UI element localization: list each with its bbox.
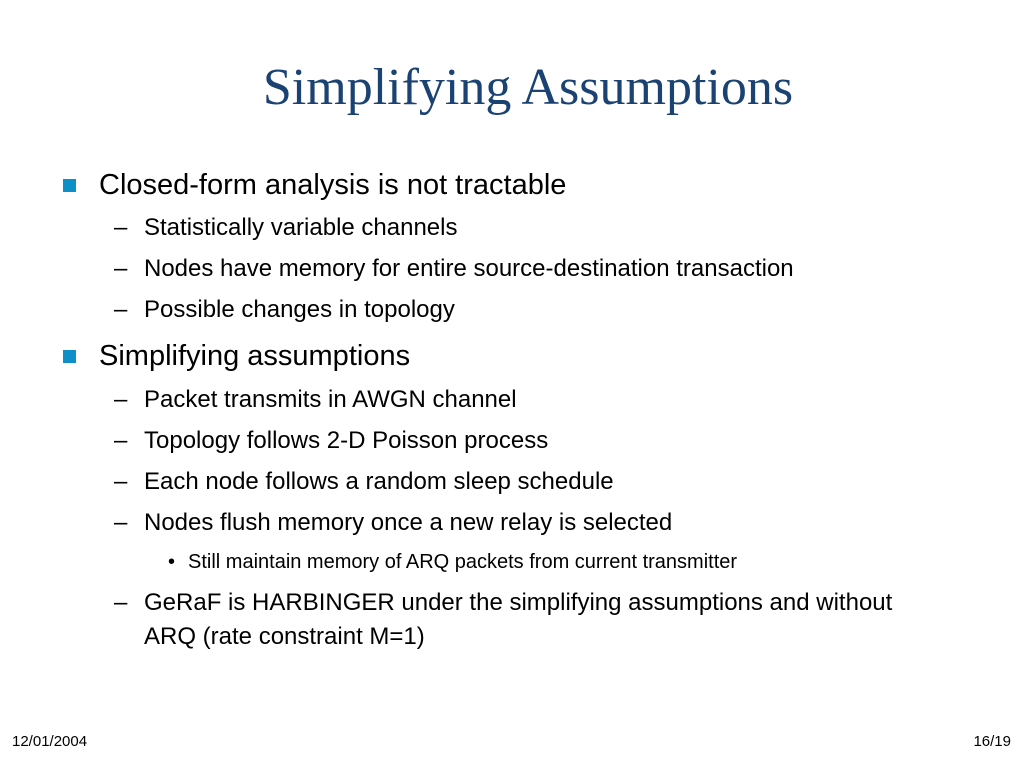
dash-icon: – xyxy=(114,296,128,323)
sub-item: – Statistically variable channels xyxy=(114,211,458,245)
dash-icon: – xyxy=(114,427,128,454)
dot-bullet-icon: • xyxy=(168,550,176,573)
dash-icon: – xyxy=(114,589,128,616)
dash-icon: – xyxy=(114,509,128,536)
sub-sub-item: • Still maintain memory of ARQ packets f… xyxy=(168,547,737,577)
sub-sub-item-text: Still maintain memory of ARQ packets fro… xyxy=(188,550,738,573)
sub-item: – GeRaF is HARBINGER under the simplifyi… xyxy=(114,586,944,654)
bullet-text: Simplifying assumptions xyxy=(99,339,411,372)
footer-page-number: 16/19 xyxy=(973,733,1011,750)
sub-item: – Each node follows a random sleep sched… xyxy=(114,465,614,499)
dash-icon: – xyxy=(114,214,128,241)
sub-item-text: GeRaF is HARBINGER under the simplifying… xyxy=(144,589,893,650)
dash-icon: – xyxy=(114,386,128,413)
bullet-text: Closed-form analysis is not tractable xyxy=(99,168,567,201)
sub-item: – Topology follows 2-D Poisson process xyxy=(114,424,548,458)
bullet-item-2: Simplifying assumptions xyxy=(63,336,410,376)
slide-title: Simplifying Assumptions xyxy=(262,59,794,116)
dash-icon: – xyxy=(114,468,128,495)
sub-item-text: Packet transmits in AWGN channel xyxy=(144,386,517,413)
bullet-item-1: Closed-form analysis is not tractable xyxy=(63,165,566,205)
sub-item-text: Statistically variable channels xyxy=(144,214,458,241)
sub-item: – Packet transmits in AWGN channel xyxy=(114,383,517,417)
sub-item-text: Possible changes in topology xyxy=(144,296,455,323)
sub-item-text: Topology follows 2-D Poisson process xyxy=(144,427,549,454)
footer-date: 12/01/2004 xyxy=(12,733,88,750)
sub-item-text: Nodes flush memory once a new relay is s… xyxy=(144,509,673,536)
sub-item: – Nodes have memory for entire source-de… xyxy=(114,252,794,286)
dash-icon: – xyxy=(114,255,128,282)
sub-item-text: Nodes have memory for entire source-dest… xyxy=(144,255,794,282)
sub-item-text: Each node follows a random sleep schedul… xyxy=(144,468,614,495)
square-bullet-icon xyxy=(63,178,76,192)
sub-item: – Nodes flush memory once a new relay is… xyxy=(114,506,672,540)
square-bullet-icon xyxy=(63,349,76,363)
sub-item: – Possible changes in topology xyxy=(114,293,455,327)
